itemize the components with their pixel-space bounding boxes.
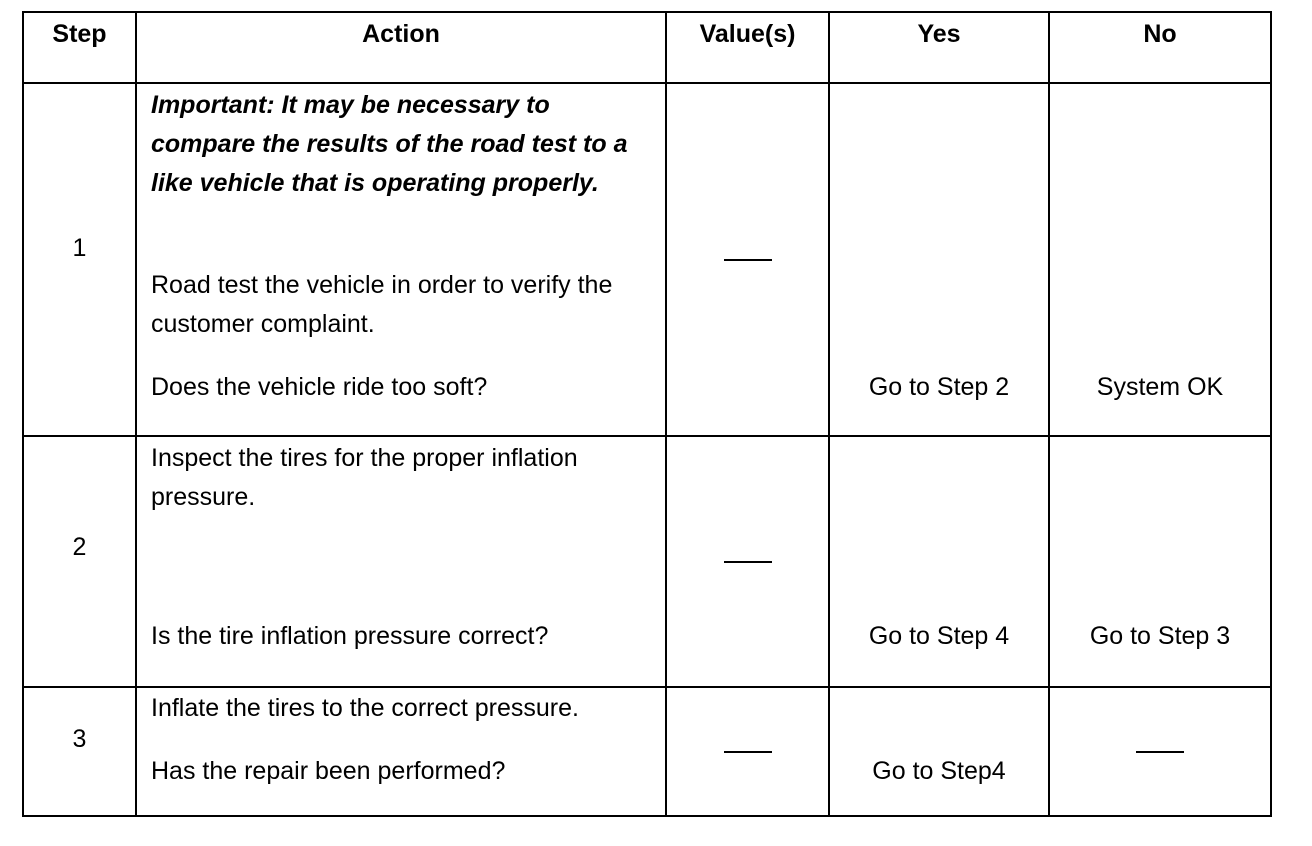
step-cell: 2 bbox=[22, 435, 137, 688]
yes-cell: Go to Step 2 bbox=[828, 82, 1050, 437]
no-cell: Go to Step 3 bbox=[1048, 435, 1272, 688]
step-number: 3 bbox=[72, 725, 87, 753]
value-cell bbox=[665, 686, 830, 817]
value-dash bbox=[723, 259, 772, 261]
important-note: Important: It may be necessary to compar… bbox=[151, 91, 628, 197]
table-row: 1 Important: It may be necessary to comp… bbox=[22, 82, 1272, 437]
header-yes: Yes bbox=[828, 11, 1050, 84]
action-cell: Inspect the tires for the proper inflati… bbox=[135, 435, 667, 688]
header-no: No bbox=[1048, 11, 1272, 84]
step-cell: 3 bbox=[22, 686, 137, 817]
value-dash bbox=[723, 751, 772, 753]
action-instruction: Inspect the tires for the proper inflati… bbox=[151, 444, 578, 511]
diagnostic-table: Step Action Value(s) Yes No 1 Important:… bbox=[22, 11, 1272, 817]
step-number: 2 bbox=[72, 533, 87, 561]
header-values: Value(s) bbox=[665, 11, 830, 84]
value-cell bbox=[665, 435, 830, 688]
value-cell bbox=[665, 82, 830, 437]
yes-result: Go to Step 2 bbox=[868, 373, 1010, 401]
step-cell: 1 bbox=[22, 82, 137, 437]
header-row: Step Action Value(s) Yes No bbox=[22, 11, 1272, 84]
table-row: 2 Inspect the tires for the proper infla… bbox=[22, 435, 1272, 688]
action-question: Has the repair been performed? bbox=[151, 757, 506, 785]
step-number: 1 bbox=[72, 234, 87, 262]
no-result: System OK bbox=[1096, 373, 1224, 401]
no-result: Go to Step 3 bbox=[1089, 622, 1231, 650]
header-step: Step bbox=[22, 11, 137, 84]
action-instruction: Inflate the tires to the correct pressur… bbox=[151, 694, 579, 722]
no-dash bbox=[1136, 751, 1184, 753]
yes-result: Go to Step4 bbox=[872, 757, 1006, 785]
no-cell: System OK bbox=[1048, 82, 1272, 437]
action-cell: Important: It may be necessary to compar… bbox=[135, 82, 667, 437]
yes-result: Go to Step 4 bbox=[868, 622, 1010, 650]
action-cell: Inflate the tires to the correct pressur… bbox=[135, 686, 667, 817]
action-question: Is the tire inflation pressure correct? bbox=[151, 622, 549, 650]
header-action: Action bbox=[135, 11, 667, 84]
action-question: Does the vehicle ride too soft? bbox=[151, 373, 488, 401]
table-row: 3 Inflate the tires to the correct press… bbox=[22, 686, 1272, 817]
yes-cell: Go to Step4 bbox=[828, 686, 1050, 817]
yes-cell: Go to Step 4 bbox=[828, 435, 1050, 688]
value-dash bbox=[723, 561, 772, 563]
no-cell bbox=[1048, 686, 1272, 817]
action-instruction: Road test the vehicle in order to verify… bbox=[151, 271, 613, 338]
